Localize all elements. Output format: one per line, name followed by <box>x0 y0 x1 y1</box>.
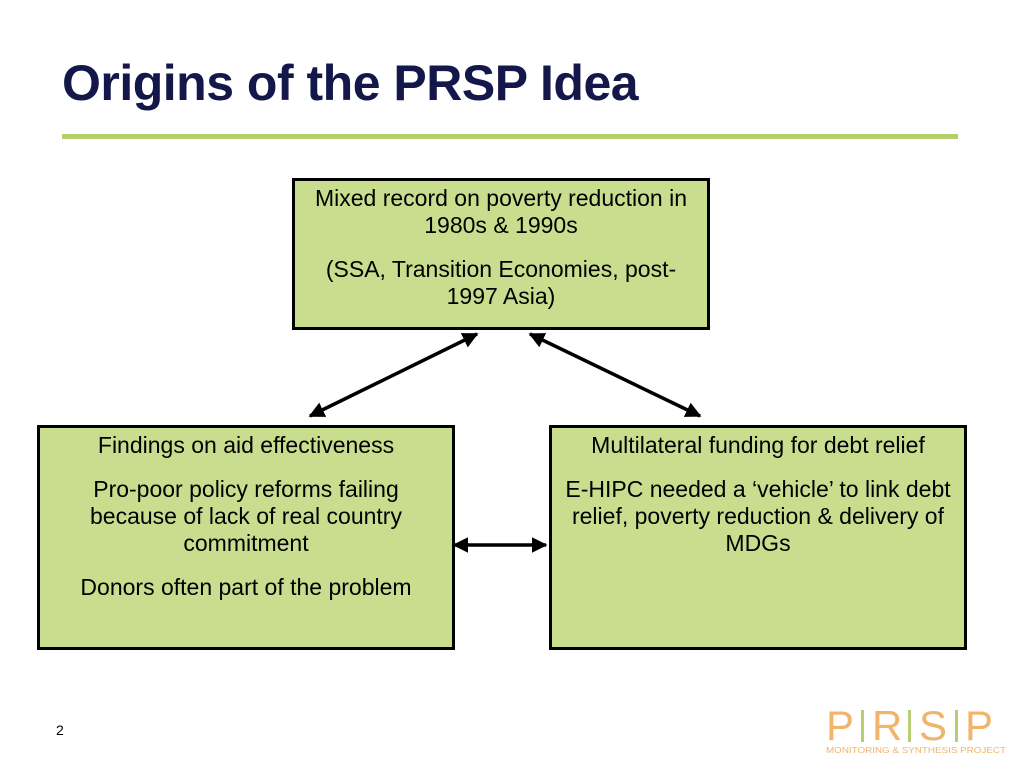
box-top-line-1: Mixed record on poverty reduction in 198… <box>314 185 688 238</box>
box-right-line-1: Multilateral funding for debt relief <box>591 432 925 458</box>
logo-letter-s: S <box>919 702 947 749</box>
arrow-top-left <box>308 332 479 418</box>
box-left-line-2: Pro-poor policy reforms failing because … <box>90 476 402 556</box>
slide-title: Origins of the PRSP Idea <box>62 55 639 111</box>
logo-letter-p1: P <box>826 702 854 749</box>
logo-letter-p2: P <box>965 702 993 749</box>
arrow-top-right <box>528 332 702 418</box>
prsp-logo: P R S P MONITORING & SYNTHESIS PROJECT <box>826 702 1006 755</box>
logo-bar-3 <box>955 710 958 742</box>
logo-tagline: MONITORING & SYNTHESIS PROJECT <box>826 745 1006 755</box>
box-right-line-2: E-HIPC needed a ‘vehicle’ to link debt r… <box>565 476 951 556</box>
logo-letter-r: R <box>872 702 902 749</box>
box-top-line-2: (SSA, Transition Economies, post-1997 As… <box>325 256 677 309</box>
title-underline <box>62 134 958 139</box>
page-number: 2 <box>56 722 64 738</box>
logo-bar-2 <box>908 710 911 742</box>
box-debt-relief: Multilateral funding for debt relief E-H… <box>549 425 967 650</box>
box-left-line-1: Findings on aid effectiveness <box>97 432 395 458</box>
logo-bar-1 <box>861 710 864 742</box>
box-left-line-3: Donors often part of the problem <box>80 574 412 600</box>
box-aid-effectiveness: Findings on aid effectiveness Pro-poor p… <box>37 425 455 650</box>
box-poverty-record: Mixed record on poverty reduction in 198… <box>292 178 710 330</box>
